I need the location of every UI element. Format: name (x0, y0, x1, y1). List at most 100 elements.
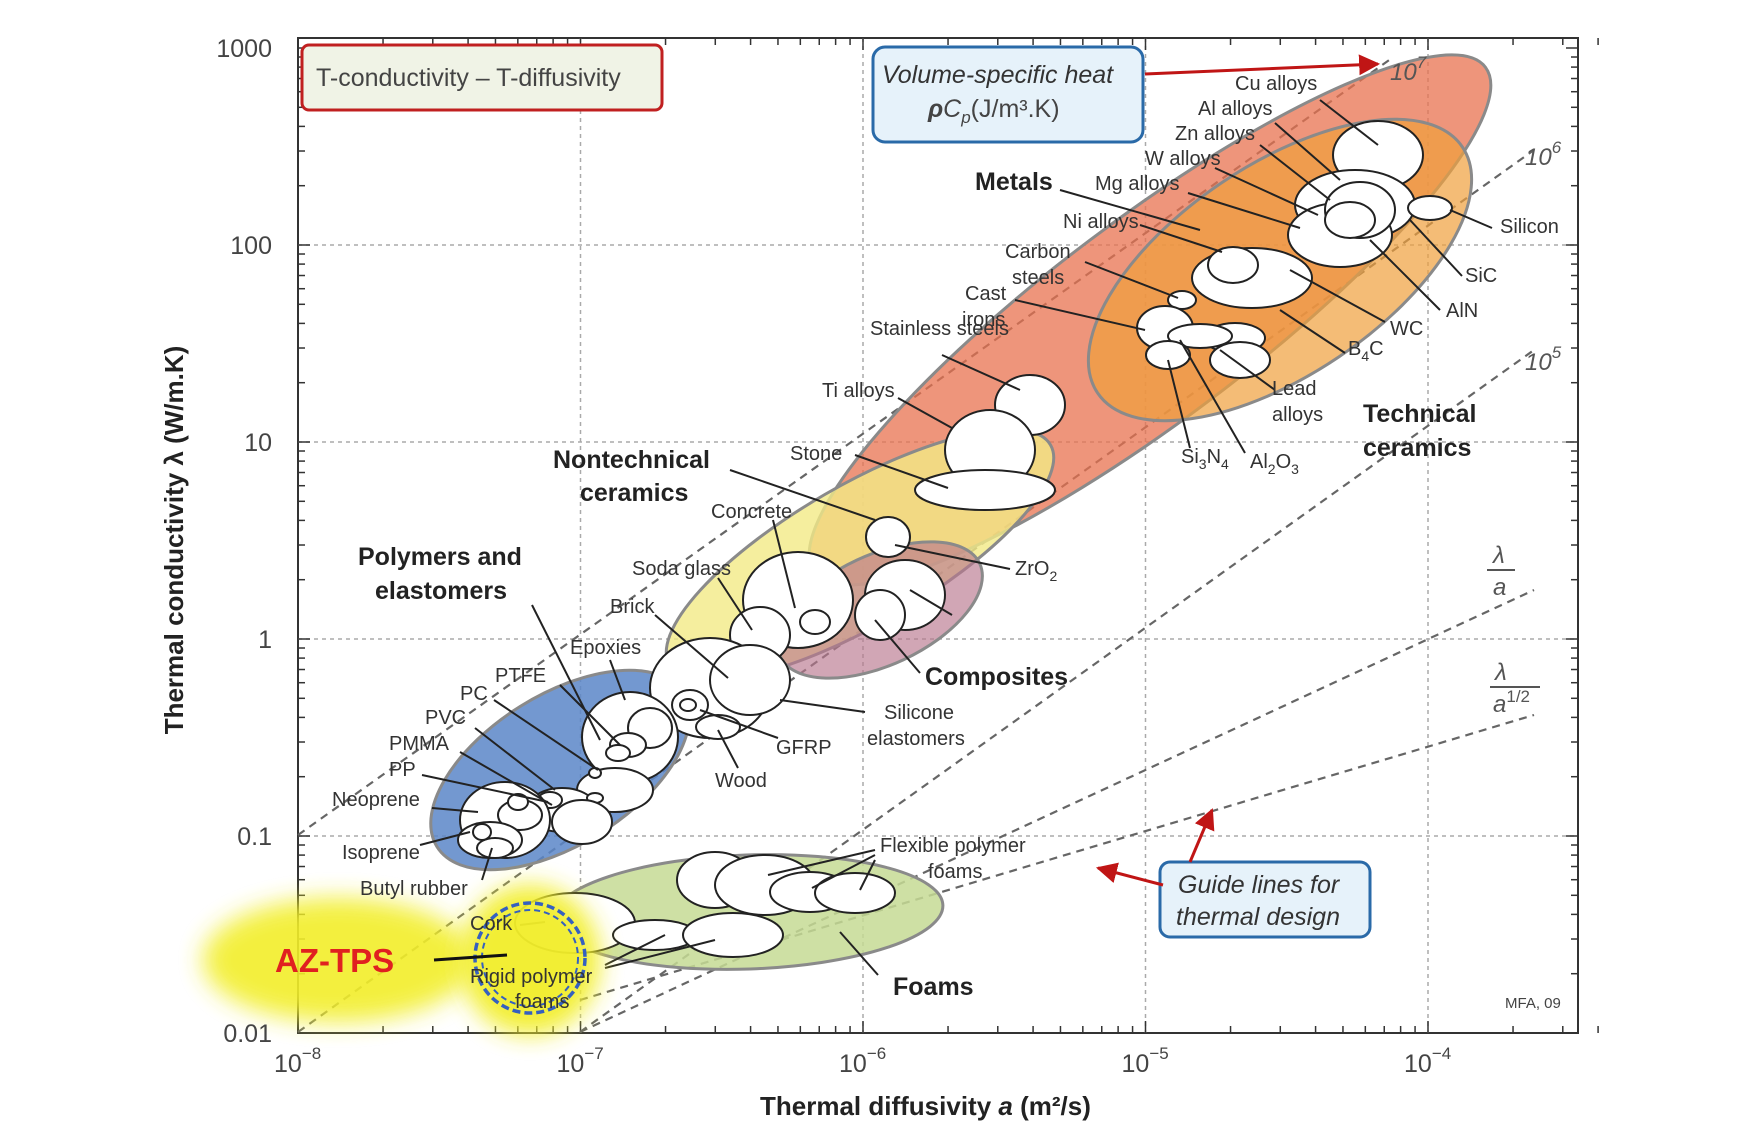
material-label-w-alloys: W alloys (1145, 148, 1221, 170)
bubble-al2o3 (1167, 323, 1233, 349)
leader-foams (839, 931, 879, 976)
leader-si3n4 (1167, 359, 1191, 449)
material-label-zn-alloys: Zn alloys (1175, 123, 1255, 145)
leader-zro2 (894, 544, 1011, 570)
leader-composites (874, 619, 921, 674)
material-label-sic: SiC (1465, 265, 1497, 287)
material-label-gfrp: GFRP (776, 737, 832, 759)
leader-zn (1259, 144, 1331, 201)
guide-lines-box: Guide lines for thermal design (1095, 808, 1372, 939)
leader-carbon (1084, 261, 1179, 299)
material-labels: Cu alloys Al alloys Zn alloys W alloys Mg al… (332, 73, 1559, 1013)
bubble-polymer-mid (551, 799, 613, 845)
material-label-ti-alloys: Ti alloys (822, 380, 895, 402)
y-tick-label: 0.1 (237, 823, 272, 851)
leader-rigid-1 (604, 934, 666, 966)
material-label-wood: Wood (715, 770, 767, 792)
material-label-carbon-steels-0: Carbon (1005, 241, 1071, 263)
title-box-text: T-conductivity – T-diffusivity (316, 64, 621, 92)
guide-label-lambda-a-num: λ (1491, 542, 1505, 569)
leader-stone (854, 454, 949, 489)
bubble-composite-small (854, 589, 906, 641)
y-axis-label: Thermal conductivity λ (W/m.K) (159, 346, 189, 735)
material-label-isoprene: Isoprene (342, 842, 420, 864)
bubble-zro2 (865, 516, 911, 558)
vsh-box-line1: Volume-specific heat (882, 61, 1114, 89)
material-label-stone: Stone (790, 443, 842, 465)
vsh-box-line2: ρCp(J/m³.K) (927, 95, 1060, 127)
bubble-silicon (1407, 195, 1453, 221)
family-label-nontechnical-1: Nontechnical (553, 446, 710, 474)
material-label-rigid-polymer-foams-1: foams (515, 991, 569, 1013)
leader-stainless (941, 354, 1021, 391)
leader-al (1274, 122, 1341, 181)
leader-neoprene (431, 807, 479, 813)
material-label-pvc: PVC (425, 707, 466, 729)
leader-ti (897, 397, 953, 429)
bubble-flexible-foam-4 (814, 872, 896, 914)
leader-butyl (481, 847, 493, 881)
title-box: T-conductivity – T-diffusivity (300, 43, 664, 112)
leader-ni (1139, 224, 1223, 253)
material-label-cu-alloys: Cu alloys (1235, 73, 1317, 95)
family-label-polymers-2: elastomers (375, 577, 507, 605)
leader-wc (1289, 269, 1386, 323)
y-tick-label: 1000 (216, 35, 272, 63)
bubble-concrete-small (799, 609, 831, 635)
bubble-lead-alloys (1209, 341, 1271, 379)
bubble-gfrp (709, 644, 791, 716)
leader-epoxies (609, 659, 626, 701)
bubble-pvc-small (588, 767, 602, 779)
material-label-stainless-steels: Stainless steels (870, 318, 1009, 340)
bubble-wood (695, 714, 741, 740)
leader-flex-3 (859, 859, 876, 891)
material-label-flexible-polymer-foams-1: foams (928, 861, 982, 883)
family-labels: Metals Technical ceramics Nontechnical c… (358, 168, 1476, 1001)
leader-aln (1369, 239, 1441, 311)
bubble-wood-tiny (679, 698, 697, 712)
family-label-nontechnical-2: ceramics (580, 479, 688, 507)
y-tick-label: 100 (230, 232, 272, 260)
leader-al2o3 (1179, 339, 1246, 454)
bubble-carbon-steels (1167, 290, 1197, 310)
leader-mg (1187, 192, 1301, 229)
leader-wood (717, 729, 739, 769)
bubble-stone (914, 469, 1056, 511)
material-label-mg-alloys: Mg alloys (1095, 173, 1179, 195)
material-label-si3n4: Si3N4 (1181, 446, 1229, 472)
x-tick-label: 10−7 (557, 1044, 604, 1078)
material-label-aln: AlN (1446, 300, 1478, 322)
volume-specific-heat-box: Volume-specific heat ρCp(J/m³.K) (871, 45, 1381, 144)
y-tick-label: 0.01 (223, 1020, 272, 1048)
leader-pmma (459, 751, 553, 806)
guide-label-lambda-a-den: a (1493, 574, 1506, 601)
material-label-silicon: Silicon (1500, 216, 1559, 238)
x-tick-label: 10−8 (274, 1044, 321, 1078)
material-label-wc: WC (1390, 318, 1423, 340)
leader-isoprene (419, 831, 471, 846)
leader-gfrp (699, 709, 779, 739)
family-label-composites: Composites (925, 663, 1068, 691)
az-tps-glow-left (203, 898, 473, 1022)
az-tps-highlight: AZ-TPS (203, 885, 600, 1035)
guide-line-lambda-sqrt-a (579, 713, 1535, 1002)
material-label-lead-alloys-0: Lead (1272, 378, 1317, 400)
material-label-zro2: ZrO2 (1015, 558, 1057, 584)
material-label-cast-irons-0: Cast (965, 283, 1007, 305)
leader-cfrp (909, 589, 953, 616)
bubble-si3n4 (1145, 340, 1191, 370)
leader-sic (1409, 219, 1463, 277)
material-label-ptfe: PTFE (495, 665, 546, 687)
credit-label: MFA, 09 (1505, 995, 1561, 1012)
leader-metals (1059, 189, 1201, 231)
leader-cast (1014, 299, 1146, 331)
material-label-cork: Cork (470, 913, 513, 935)
az-tps-glow-right (460, 885, 600, 1035)
material-label-soda-glass: Soda glass (632, 558, 731, 580)
material-label-silicone-elastomers-0: Silicone (884, 702, 954, 724)
leader-rigid-2 (604, 939, 716, 969)
material-label-al-alloys: Al alloys (1198, 98, 1272, 120)
